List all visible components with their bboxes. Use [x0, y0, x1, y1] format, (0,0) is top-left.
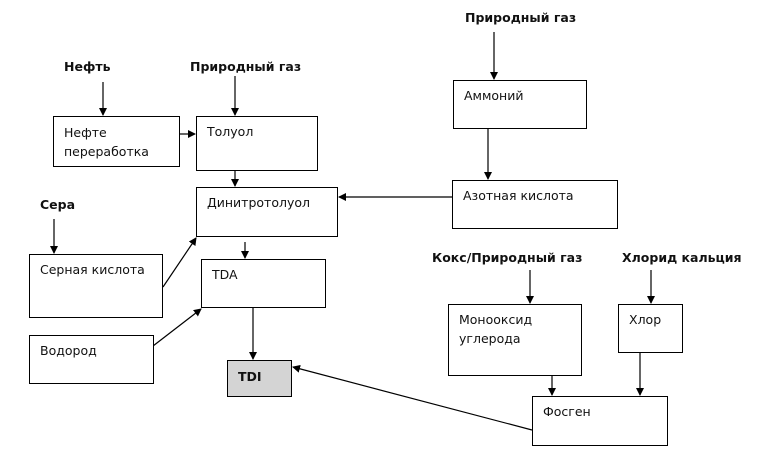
node-tda: TDA: [201, 259, 326, 308]
node-refining: Нефте переработка: [53, 116, 180, 167]
node-hydrogen: Водород: [29, 335, 154, 384]
source-coke-gas: Кокс/Природный газ: [432, 250, 583, 265]
source-natural-gas-right: Природный газ: [465, 10, 577, 25]
source-sulfur: Сера: [40, 197, 76, 212]
arrow-hydrogen-to-tda: [152, 308, 202, 347]
source-oil: Нефть: [64, 59, 111, 74]
node-sulfuric-acid: Серная кислота: [29, 254, 163, 318]
node-toluene: Толуол: [196, 116, 318, 171]
source-natural-gas-left: Природный газ: [190, 59, 302, 74]
node-carbon-monoxide: Монооксид углерода: [448, 304, 582, 376]
node-nitric-acid: Азотная кислота: [452, 180, 618, 229]
node-chlorine: Хлор: [618, 304, 683, 353]
node-ammonium: Аммоний: [453, 80, 587, 129]
node-phosgene: Фосген: [532, 396, 668, 446]
source-calcium-chloride: Хлорид кальция: [622, 250, 742, 265]
arrow-sulfuric-to-dnt: [162, 237, 197, 288]
arrow-phosgene-to-tdi: [292, 364, 533, 431]
node-dinitrotoluene: Динитротолуол: [196, 187, 338, 237]
node-tdi: TDI: [227, 360, 292, 397]
